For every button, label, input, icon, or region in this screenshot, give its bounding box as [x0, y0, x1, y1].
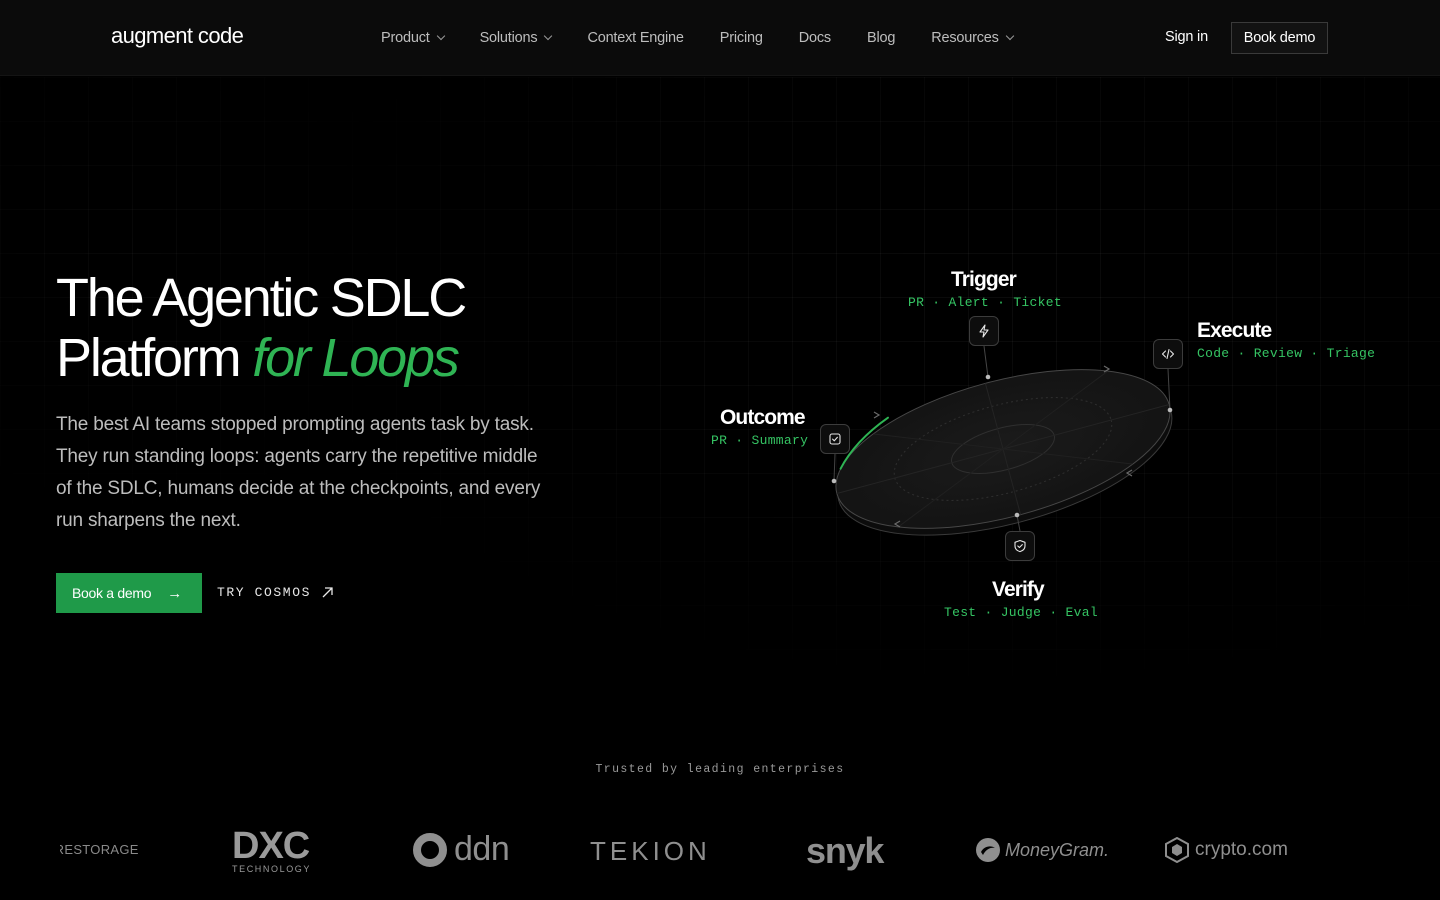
ddn-wordmark: ddn [454, 830, 510, 868]
check-square-icon [829, 433, 841, 445]
logo[interactable]: augment code [111, 23, 244, 48]
stage-trigger-sub: PR · Alert · Ticket [908, 295, 1062, 310]
nav-item-pricing[interactable]: Pricing [720, 30, 763, 46]
nav-item-label: Solutions [479, 30, 538, 46]
purestorage-logo: PURESTORAGE [60, 842, 150, 857]
nav-links: Product Solutions Context Engine Pricing… [381, 0, 1049, 76]
snyk-logo: snyk [806, 830, 884, 872]
trigger-node[interactable] [969, 316, 999, 346]
nav-item-label: Resources [931, 30, 999, 46]
ddn-ring-icon [413, 832, 447, 867]
cta-label: Book a demo [72, 585, 152, 601]
dxc-subtitle: TECHNOLOGY [232, 864, 312, 874]
nav-item-label: Context Engine [587, 30, 684, 46]
execute-node[interactable] [1153, 339, 1183, 369]
hero-title-accent: for Loops [252, 328, 460, 388]
arrow-up-right-icon [322, 586, 333, 597]
lightning-icon [979, 324, 989, 338]
stage-outcome-title: Outcome [720, 406, 806, 429]
sign-in-link[interactable]: Sign in [1165, 29, 1208, 45]
dxc-logo: DXC TECHNOLOGY [232, 825, 312, 874]
nav-item-label: Product [381, 30, 430, 46]
book-a-demo-button[interactable]: Book a demo → [56, 573, 202, 613]
chevron-down-icon [544, 31, 553, 41]
stage-outcome-sub: PR · Summary [711, 433, 809, 448]
nav-item-label: Blog [866, 30, 896, 46]
arrow-right-icon: → [167, 584, 182, 602]
customer-logo-row: PURESTORAGE DXC TECHNOLOGY ddn TEKION sn… [0, 820, 1440, 880]
verify-node[interactable] [1005, 531, 1035, 561]
shield-check-icon [1014, 539, 1026, 553]
hero-title-line2: Platform [56, 328, 242, 388]
crypto-com-wordmark: crypto.com [1195, 839, 1288, 860]
nav-item-solutions[interactable]: Solutions [479, 30, 553, 46]
top-nav: augment code Product Solutions Context E… [0, 0, 1440, 76]
nav-item-blog[interactable]: Blog [867, 30, 895, 46]
stage-execute-title: Execute [1197, 319, 1272, 342]
crypto-com-lion-icon [1165, 837, 1189, 863]
moneygram-globe-icon [976, 838, 1000, 862]
nav-item-product[interactable]: Product [381, 30, 445, 46]
tekion-wordmark: TEKION [590, 836, 711, 866]
stage-execute-sub: Code · Review · Triage [1197, 346, 1376, 361]
stage-verify-title: Verify [992, 578, 1045, 601]
crypto-com-logo: crypto.com [1165, 837, 1288, 863]
tekion-logo: TEKION [590, 836, 711, 867]
nav-item-label: Docs [798, 30, 831, 46]
try-cosmos-link[interactable]: TRY COSMOS [217, 582, 334, 602]
chevron-down-icon [1005, 31, 1014, 41]
snyk-wordmark: snyk [806, 830, 884, 871]
code-icon [1161, 348, 1175, 360]
purestorage-wordmark: PURESTORAGE [60, 842, 139, 857]
trusted-label: Trusted by leading enterprises [595, 763, 845, 776]
hero-lead: The best AI teams stopped prompting agen… [56, 414, 541, 531]
stage-verify-sub: Test · Judge · Eval [944, 605, 1098, 620]
moneygram-wordmark: MoneyGram. [1005, 839, 1110, 860]
nav-item-label: Pricing [719, 30, 763, 46]
hero-title: The Agentic SDLC Platform for Loops [56, 268, 467, 388]
dxc-wordmark: DXC [232, 825, 310, 867]
hero-grid-background [0, 77, 1440, 697]
stage-trigger-title: Trigger [951, 268, 1017, 291]
hero-title-line1: The Agentic SDLC [56, 268, 467, 328]
book-demo-button[interactable]: Book demo [1231, 22, 1328, 54]
ddn-logo: ddn [412, 830, 510, 869]
outcome-node[interactable] [820, 424, 850, 454]
nav-item-docs[interactable]: Docs [799, 30, 831, 46]
cta-label: TRY COSMOS [217, 584, 312, 600]
nav-item-resources[interactable]: Resources [931, 30, 1014, 46]
chevron-down-icon [436, 31, 445, 41]
nav-item-context-engine[interactable]: Context Engine [587, 30, 684, 46]
moneygram-logo: MoneyGram. [975, 837, 1109, 863]
